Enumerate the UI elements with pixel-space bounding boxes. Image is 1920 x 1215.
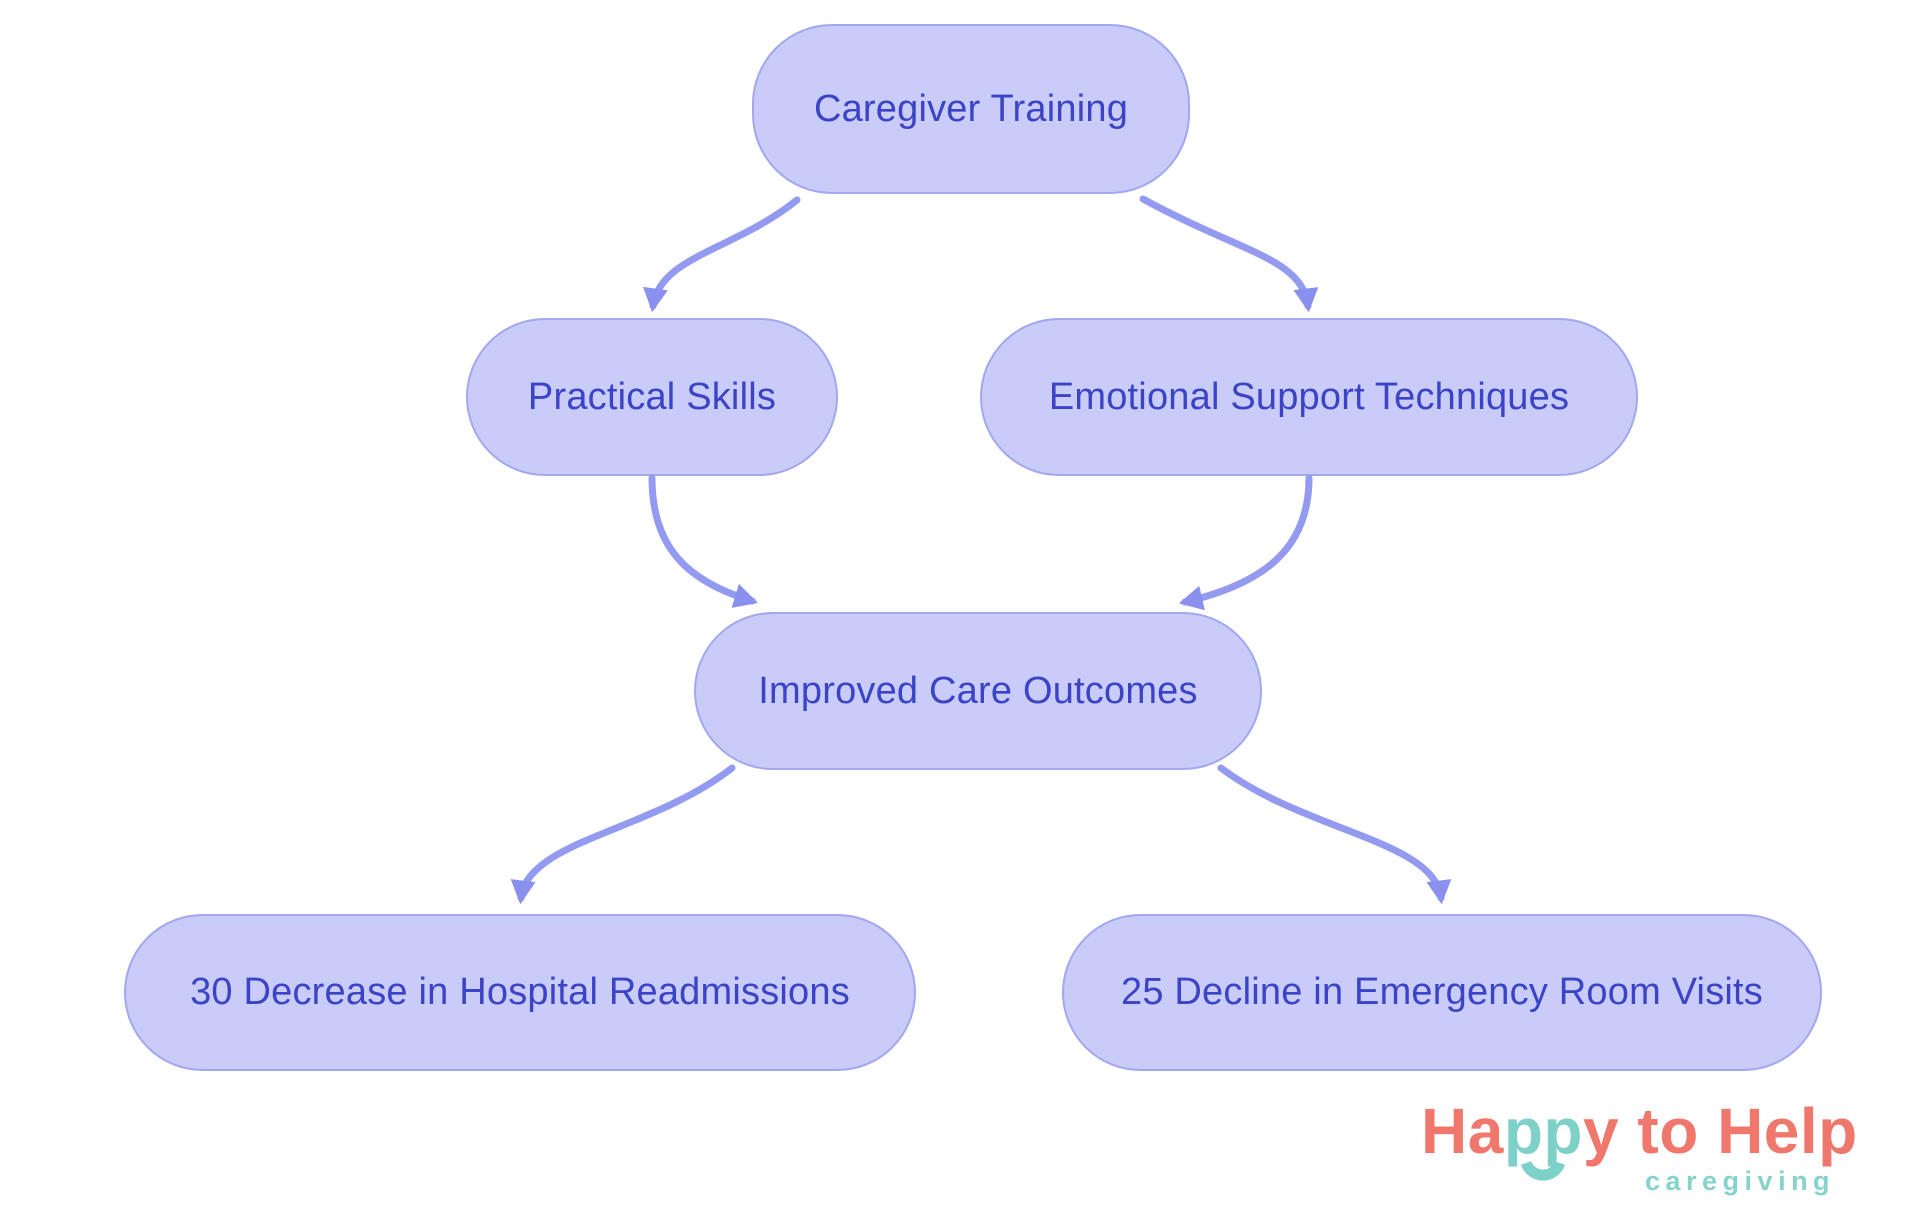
node-label: Emotional Support Techniques [1048,375,1570,418]
node-emergency-room-visits: 25 Decline in Emergency Room Visits [1062,914,1822,1071]
node-label: Caregiver Training [813,87,1129,130]
smile-icon [1521,1160,1566,1181]
logo-smiley-pp: pp [1503,1095,1583,1181]
node-practical-skills: Practical Skills [466,318,838,476]
logo-text-ha: Ha [1421,1095,1504,1167]
edge-improved-to-ervisits [1217,764,1452,905]
node-label: Practical Skills [527,375,777,418]
node-emotional-support-techniques: Emotional Support Techniques [980,318,1638,476]
node-hospital-readmissions: 30 Decrease in Hospital Readmissions [124,914,916,1071]
logo-subtitle: caregiving [1645,1166,1836,1196]
node-caregiver-training: Caregiver Training [752,24,1190,194]
edge-caregiver-to-practical [643,196,801,313]
logo-text-pp: pp [1503,1095,1583,1167]
logo-text-y-to-help: y to Help [1583,1095,1858,1167]
node-improved-care-outcomes: Improved Care Outcomes [694,612,1262,770]
node-label: 25 Decline in Emergency Room Visits [1120,971,1763,1013]
edge-practical-to-improved [648,474,758,608]
edge-improved-to-readmissions [510,764,736,905]
node-label: Improved Care Outcomes [758,669,1198,712]
edge-caregiver-to-emotional [1139,195,1319,313]
edge-emotional-to-improved [1178,474,1313,611]
node-label: 30 Decrease in Hospital Readmissions [190,971,850,1013]
